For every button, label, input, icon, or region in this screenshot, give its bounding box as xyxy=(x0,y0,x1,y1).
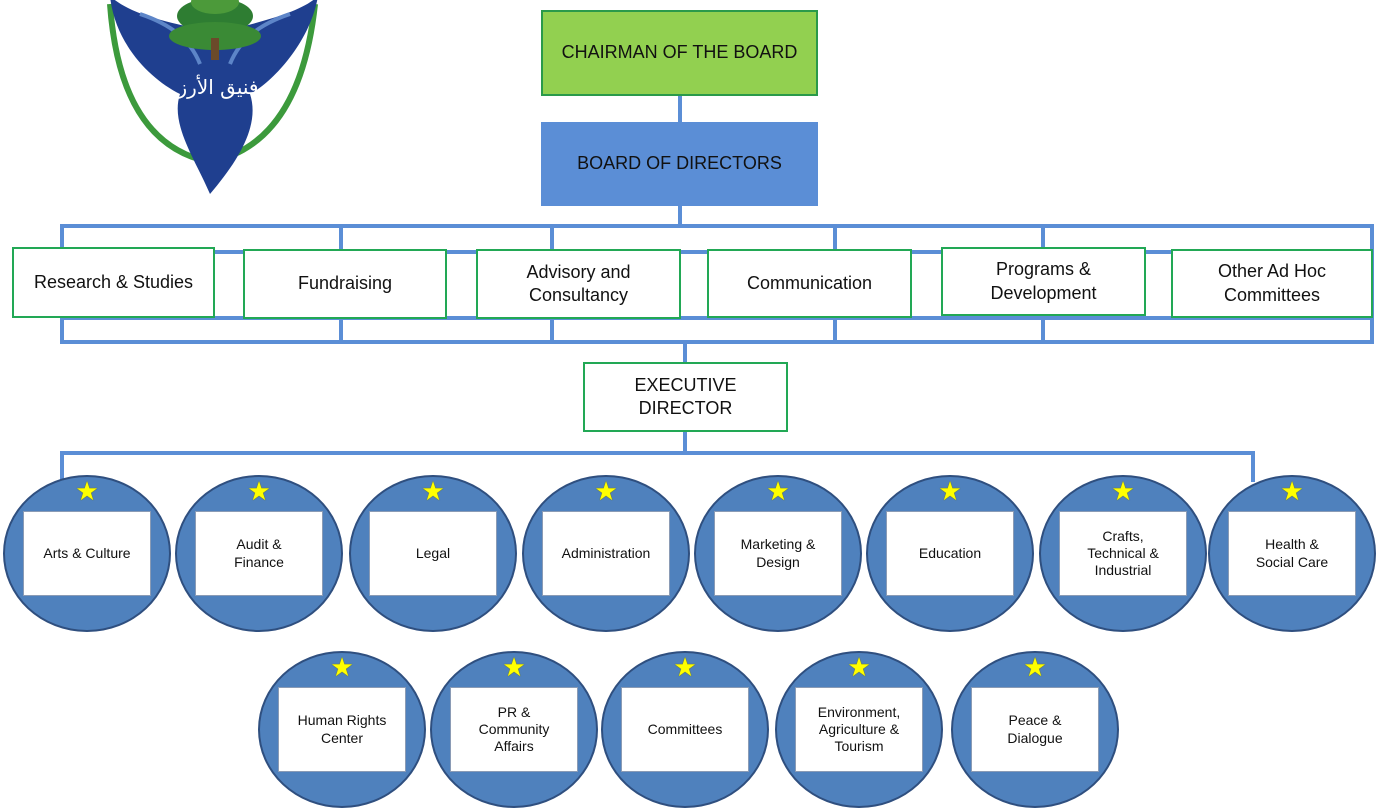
committee-label: Advisory and Consultancy xyxy=(526,261,631,305)
committee-box-other-ad-hoc-committees: Other Ad Hoc Committees xyxy=(1171,249,1373,318)
department-label: Arts & Culture xyxy=(23,511,151,596)
department-label: Crafts, Technical & Industrial xyxy=(1059,511,1187,596)
executive-director-label: EXECUTIVE DIRECTOR xyxy=(634,374,737,418)
department-committees: ★ Committees xyxy=(601,651,769,808)
committee-box-fundraising: Fundraising xyxy=(243,249,447,319)
department-label: Administration xyxy=(542,511,670,596)
logo-arabic-text: فنيق الأرز xyxy=(177,75,259,99)
committee-box-communication: Communication xyxy=(707,249,912,318)
departments-bus xyxy=(60,451,1255,482)
committee-box-programs-development: Programs & Development xyxy=(941,247,1146,316)
department-label: Peace & Dialogue xyxy=(971,687,1099,772)
department-label: Legal xyxy=(369,511,497,596)
committee-label: Other Ad Hoc Committees xyxy=(1217,261,1327,305)
star-icon: ★ xyxy=(330,652,354,682)
star-icon: ★ xyxy=(421,476,445,506)
department-label: Audit & Finance xyxy=(195,511,323,596)
department-peace-dialogue: ★ Peace & Dialogue xyxy=(951,651,1119,808)
department-marketing-design: ★ Marketing & Design xyxy=(694,475,862,632)
committee-label: Fundraising xyxy=(297,273,393,294)
star-icon: ★ xyxy=(1280,476,1304,506)
chairman-label: CHAIRMAN OF THE BOARD xyxy=(561,42,798,63)
department-education: ★ Education xyxy=(866,475,1034,632)
executive-director-box: EXECUTIVE DIRECTOR xyxy=(583,362,788,432)
star-icon: ★ xyxy=(594,476,618,506)
department-label: PR & Community Affairs xyxy=(450,687,578,772)
board-box: BOARD OF DIRECTORS xyxy=(541,122,818,206)
committee-label: Communication xyxy=(746,272,873,293)
star-icon: ★ xyxy=(766,476,790,506)
committee-label: Research & Studies xyxy=(33,271,194,292)
department-label: Health & Social Care xyxy=(1228,511,1356,596)
department-administration: ★ Administration xyxy=(522,475,690,632)
star-icon: ★ xyxy=(1023,652,1047,682)
chairman-box: CHAIRMAN OF THE BOARD xyxy=(541,10,818,96)
department-label: Environment, Agriculture & Tourism xyxy=(795,687,923,772)
committee-label: Programs & Development xyxy=(990,259,1097,303)
committee-box-advisory-and-consultancy: Advisory and Consultancy xyxy=(476,249,681,319)
star-icon: ★ xyxy=(673,652,697,682)
department-audit-finance: ★ Audit & Finance xyxy=(175,475,343,632)
department-crafts-technical-industrial: ★ Crafts, Technical & Industrial xyxy=(1039,475,1207,632)
department-health-social-care: ★ Health & Social Care xyxy=(1208,475,1376,632)
committee-box-research-studies: Research & Studies xyxy=(12,247,215,318)
star-icon: ★ xyxy=(847,652,871,682)
board-label: BOARD OF DIRECTORS xyxy=(577,153,782,174)
department-legal: ★ Legal xyxy=(349,475,517,632)
department-arts-culture: ★ Arts & Culture xyxy=(3,475,171,632)
star-icon: ★ xyxy=(1111,476,1135,506)
department-label: Human Rights Center xyxy=(278,687,406,772)
organization-logo: فنيق الأرز xyxy=(107,0,318,194)
department-environment-agriculture-tourism: ★ Environment, Agriculture & Tourism xyxy=(775,651,943,808)
department-human-rights-center: ★ Human Rights Center xyxy=(258,651,426,808)
department-label: Marketing & Design xyxy=(714,511,842,596)
department-label: Education xyxy=(886,511,1014,596)
star-icon: ★ xyxy=(502,652,526,682)
department-label: Committees xyxy=(621,687,749,772)
star-icon: ★ xyxy=(247,476,271,506)
logo-phoenix xyxy=(110,0,318,194)
department-pr-community-affairs: ★ PR & Community Affairs xyxy=(430,651,598,808)
star-icon: ★ xyxy=(938,476,962,506)
star-icon: ★ xyxy=(75,476,99,506)
